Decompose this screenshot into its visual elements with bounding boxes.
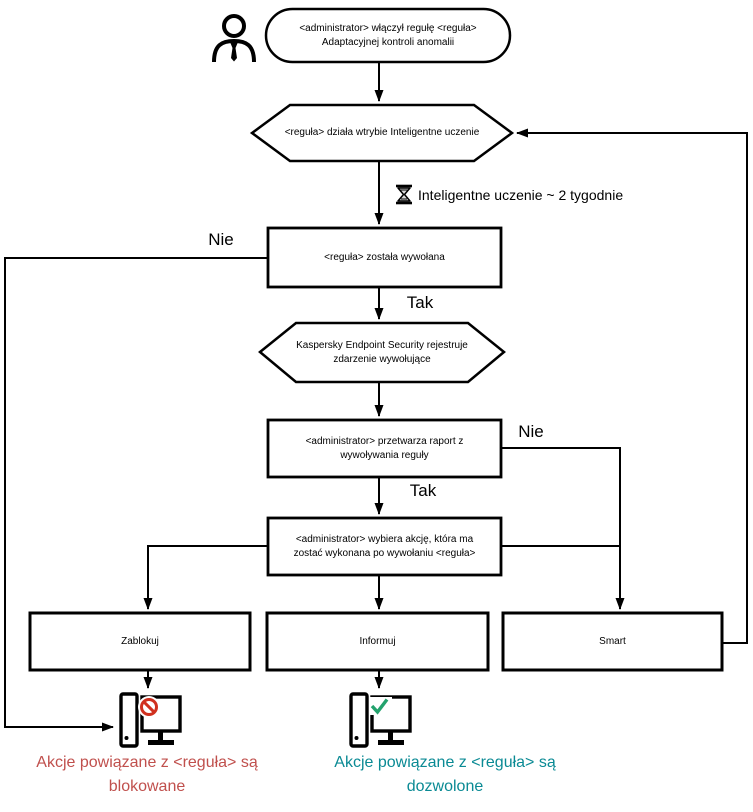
prohibition-icon — [138, 696, 160, 718]
action-inform-label: Informuj — [359, 635, 396, 647]
action-block-rect — [28, 611, 252, 672]
edge-label-nie-left: Nie — [208, 230, 234, 249]
user-icon — [212, 14, 256, 63]
process-report-text: <administrator> przetwarza raport z wywo… — [305, 435, 464, 461]
connector-choose-to-block — [143, 545, 268, 610]
connector-smart-loop-to-mode — [516, 128, 748, 644]
rule-triggered-rect — [266, 226, 503, 289]
action-inform-rect — [265, 611, 490, 672]
learning-duration-label: Inteligentne uczenie ~ 2 tygodnie — [418, 187, 624, 203]
registers-event-hexagon — [258, 321, 506, 384]
computer-allowed-icon — [349, 692, 412, 748]
connector-triggered-nie-to-blocked — [4, 257, 268, 732]
edge-label-tak-bottom: Tak — [409, 481, 437, 500]
smart-mode-hexagon-text: <reguła> działa wtrybie Inteligentne ucz… — [284, 127, 480, 138]
smart-mode-hexagon — [249, 103, 515, 163]
choose-action-text: <administrator> wybiera akcję, która ma … — [293, 533, 476, 559]
action-smart-label: Smart — [599, 635, 626, 647]
process-report-rect — [266, 418, 503, 479]
node-shapes — [28, 7, 724, 672]
rule-triggered-text: <reguła> została wywołana — [324, 251, 445, 263]
edge-label-nie-right: Nie — [518, 422, 544, 441]
edge-label-tak-top: Tak — [406, 293, 434, 312]
registers-event-text: Kaspersky Endpoint Security rejestruje z… — [296, 339, 468, 365]
computer-blocked-icon — [119, 692, 182, 748]
connector-report-nie-to-smart — [501, 447, 625, 610]
caption-blocked: Akcje powiązane z <reguła> są blokowane — [36, 754, 258, 795]
hourglass-icon — [396, 184, 412, 205]
start-node-text: <administrator> włączył regułę <reguła> … — [299, 22, 477, 48]
caption-allowed: Akcje powiązane z <reguła> są dozwolone — [334, 754, 556, 795]
choose-action-rect — [266, 516, 503, 577]
connectors — [4, 62, 748, 732]
action-block-label: Zablokuj — [121, 635, 159, 647]
action-smart-rect — [501, 611, 724, 672]
start-node-shape — [264, 7, 512, 64]
check-icon — [370, 697, 392, 715]
